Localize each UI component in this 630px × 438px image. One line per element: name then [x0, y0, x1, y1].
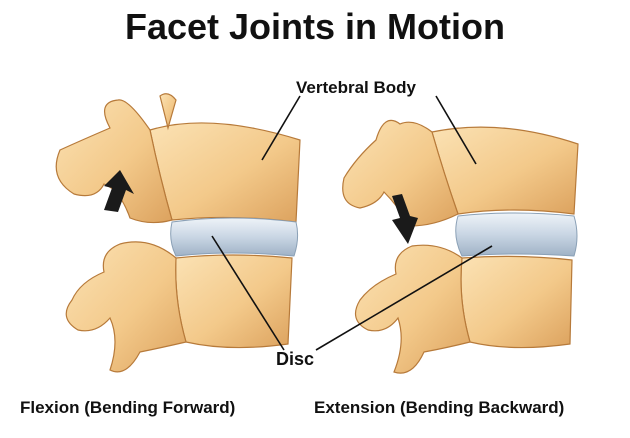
right-upper-posterior-elements — [342, 119, 459, 227]
arrow-down-icon — [392, 194, 418, 244]
right-lower-posterior-elements — [354, 244, 471, 374]
vertebral-body-label: Vertebral Body — [296, 78, 416, 97]
right-disc — [455, 212, 578, 257]
leader-lines — [211, 95, 493, 351]
left-upper-posterior-elements — [55, 99, 173, 224]
flexion-caption: Flexion (Bending Forward) — [20, 398, 236, 417]
disc-label: Disc — [276, 349, 315, 369]
leader-body-right — [435, 95, 477, 165]
left-disc — [170, 217, 299, 257]
extension-caption: Extension (Bending Backward) — [314, 398, 565, 417]
arrow-up-icon — [104, 170, 134, 212]
flexion-spine-segment — [55, 93, 301, 373]
diagram-title: Facet Joints in Motion — [124, 6, 505, 47]
left-upper-vertebral-body — [149, 122, 301, 223]
leader-disc-left — [211, 235, 285, 351]
extension-spine-segment — [342, 119, 579, 374]
left-lower-posterior-elements — [65, 241, 187, 373]
leader-body-left — [261, 95, 301, 161]
leader-disc-right — [315, 245, 493, 351]
right-lower-vertebral-body — [460, 255, 573, 349]
